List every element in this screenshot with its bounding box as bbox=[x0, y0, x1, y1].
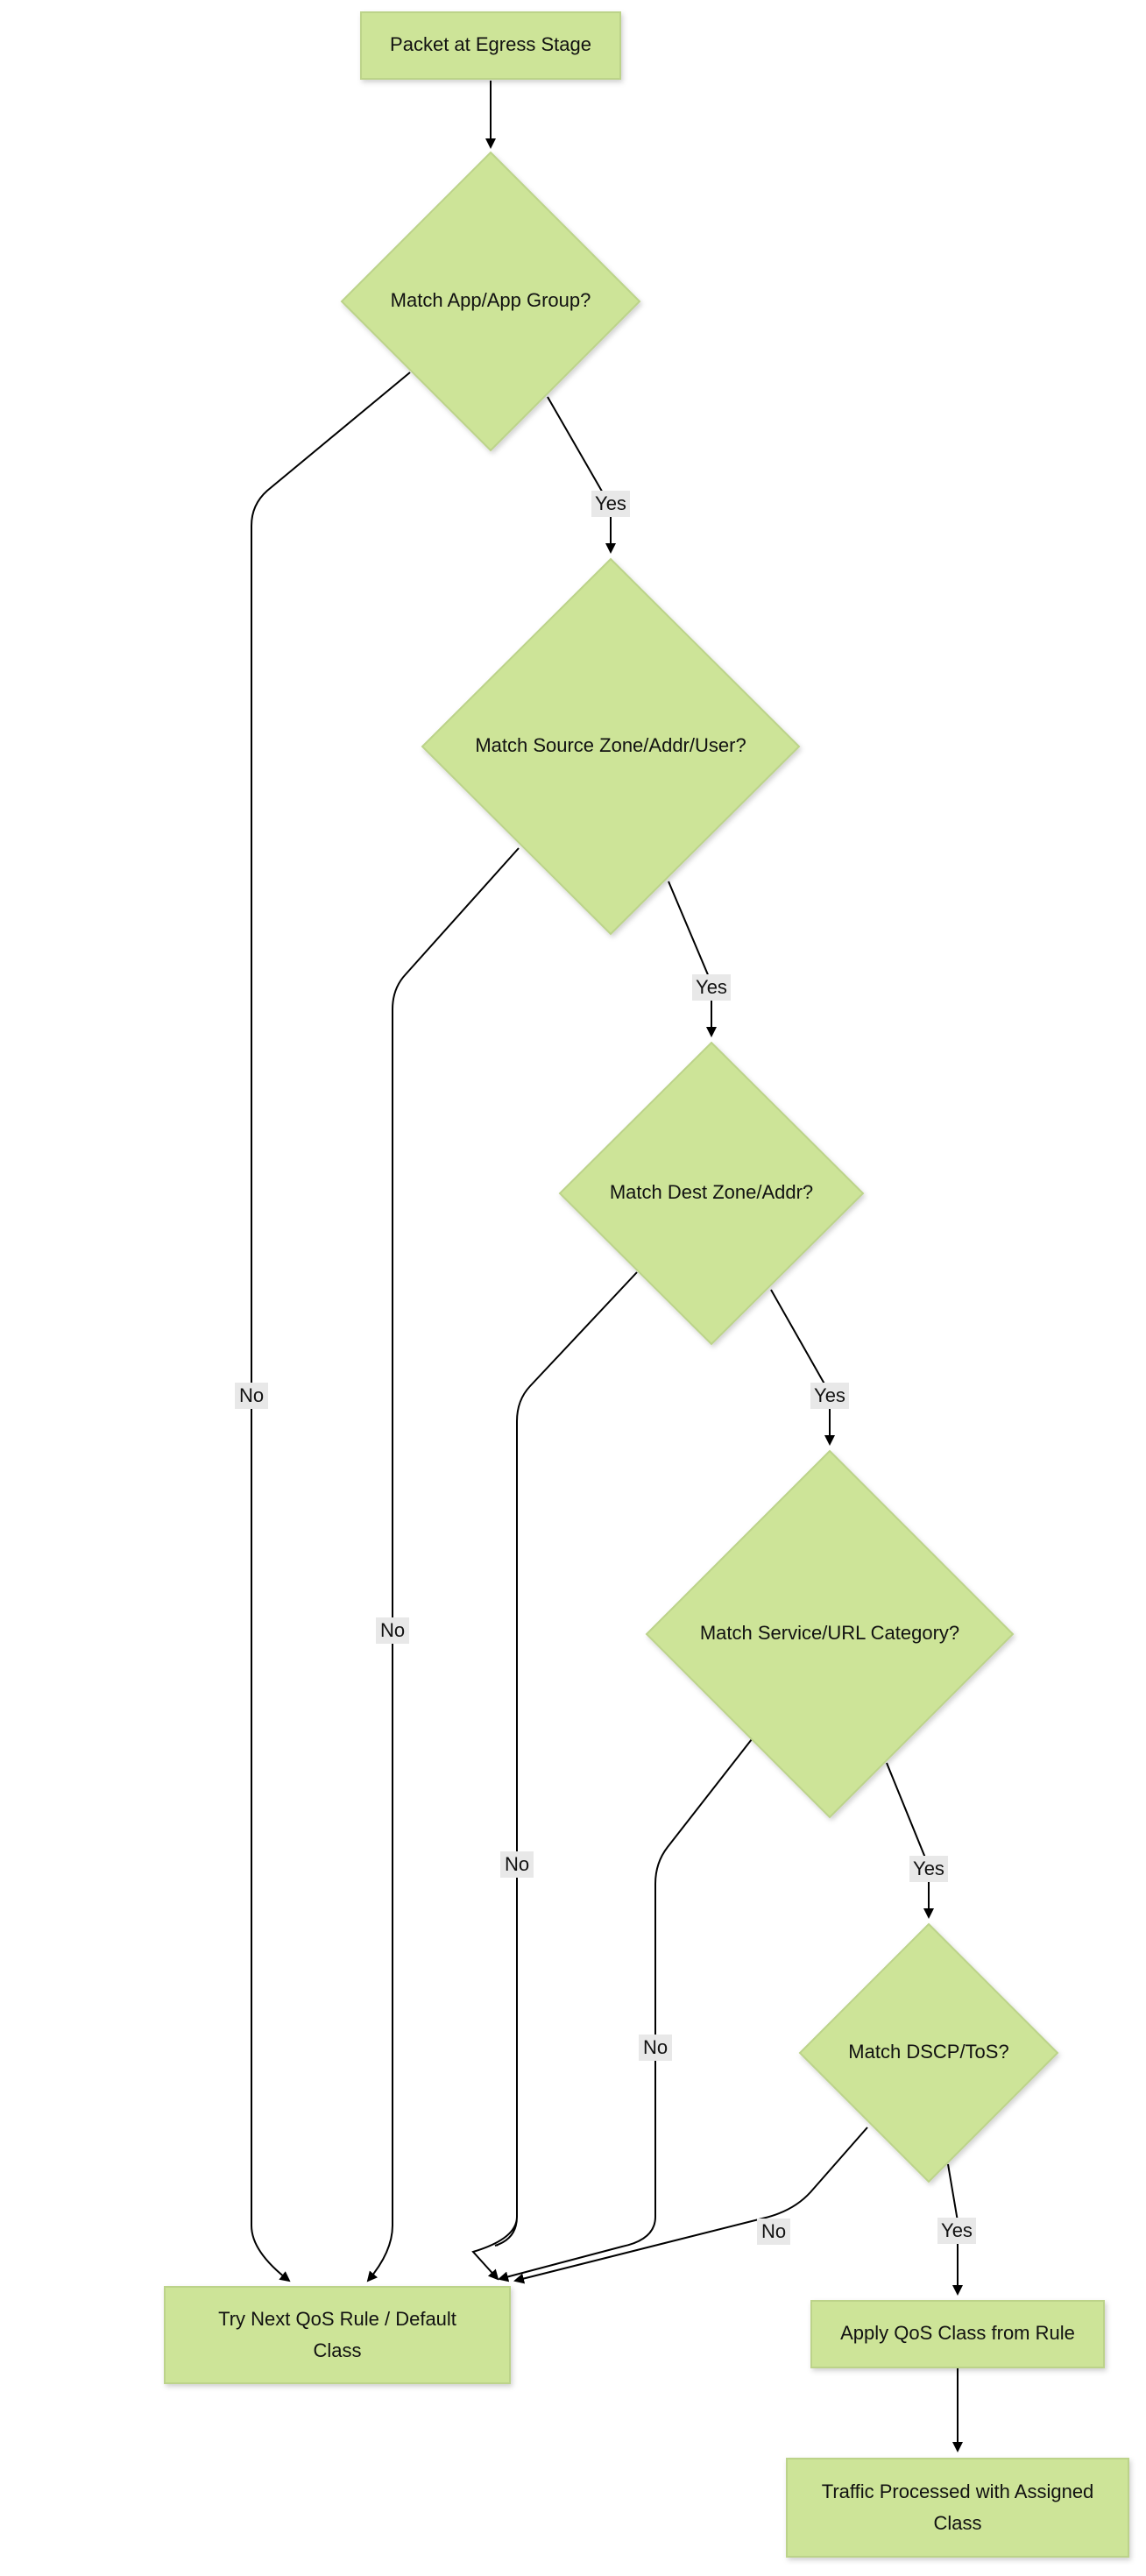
svg-text:Packet at Egress Stage: Packet at Egress Stage bbox=[390, 33, 591, 55]
edge-label-service-yes: Yes bbox=[909, 1856, 948, 1882]
nodes: Packet at Egress Stage Match App/App Gro… bbox=[164, 11, 1129, 2558]
edge-app-yes-to-source bbox=[547, 396, 616, 554]
edge-label-app-yes: Yes bbox=[591, 491, 630, 517]
edge-label-app-no: No bbox=[235, 1383, 268, 1409]
decision-match-app: Match App/App Group? bbox=[340, 151, 641, 452]
edge-label-dscp-yes: Yes bbox=[937, 2218, 976, 2244]
node-packet-at-egress: Packet at Egress Stage bbox=[360, 11, 621, 80]
edge-dscp-no-to-next bbox=[513, 2127, 868, 2284]
edge-app-no-to-next bbox=[251, 372, 411, 2282]
edge-service-yes-to-dscp bbox=[886, 1762, 934, 1919]
svg-text:Apply QoS Class from Rule: Apply QoS Class from Rule bbox=[840, 2322, 1075, 2344]
decision-match-dscp: Match DSCP/ToS? bbox=[798, 1922, 1059, 2183]
svg-text:Traffic Processed with Assigne: Traffic Processed with Assigned bbox=[822, 2480, 1094, 2502]
decision-match-source: Match Source Zone/Addr/User? bbox=[421, 557, 801, 936]
edge-label-dest-no: No bbox=[500, 1851, 534, 1878]
node-try-next-rule: Try Next QoS Rule / Default Class bbox=[164, 2286, 511, 2384]
edge-label-dest-yes: Yes bbox=[810, 1383, 849, 1409]
svg-text:Yes: Yes bbox=[941, 2219, 973, 2241]
edge-dest-yes-to-service bbox=[770, 1289, 835, 1446]
edge-label-source-yes: Yes bbox=[692, 974, 731, 1001]
svg-text:No: No bbox=[505, 1853, 529, 1875]
svg-text:Match Source Zone/Addr/User?: Match Source Zone/Addr/User? bbox=[475, 734, 746, 756]
svg-text:Match Dest Zone/Addr?: Match Dest Zone/Addr? bbox=[610, 1181, 813, 1203]
node-traffic-processed: Traffic Processed with Assigned Class bbox=[786, 2458, 1129, 2558]
svg-text:Yes: Yes bbox=[595, 492, 626, 514]
svg-text:Class: Class bbox=[933, 2512, 981, 2534]
svg-text:Match Service/URL Category?: Match Service/URL Category? bbox=[700, 1622, 959, 1644]
svg-text:No: No bbox=[761, 2220, 786, 2242]
svg-text:Class: Class bbox=[313, 2339, 361, 2361]
decision-match-service: Match Service/URL Category? bbox=[645, 1449, 1015, 1819]
svg-text:No: No bbox=[239, 1384, 264, 1406]
edge-service-no-to-next bbox=[498, 1738, 753, 2282]
edge-source-no-to-next bbox=[366, 847, 520, 2282]
edge-dest-no-to-next bbox=[471, 1271, 638, 2279]
edge-label-source-no: No bbox=[376, 1617, 409, 1644]
edge-label-service-no: No bbox=[639, 2035, 672, 2061]
node-apply-qos-class: Apply QoS Class from Rule bbox=[810, 2300, 1105, 2368]
edge-label-dscp-no: No bbox=[757, 2219, 790, 2245]
svg-text:Try Next QoS Rule / Default: Try Next QoS Rule / Default bbox=[218, 2308, 456, 2330]
svg-text:No: No bbox=[643, 2036, 668, 2058]
svg-text:No: No bbox=[380, 1619, 405, 1641]
svg-text:Yes: Yes bbox=[913, 1858, 944, 1879]
edge-labels: Yes No Yes No Yes No Yes No bbox=[235, 491, 976, 2245]
svg-text:Yes: Yes bbox=[696, 976, 727, 998]
svg-text:Match App/App Group?: Match App/App Group? bbox=[391, 289, 591, 311]
edge-source-yes-to-dest bbox=[668, 881, 717, 1037]
svg-text:Yes: Yes bbox=[814, 1384, 845, 1406]
decision-match-dest: Match Dest Zone/Addr? bbox=[558, 1041, 865, 1346]
svg-text:Match DSCP/ToS?: Match DSCP/ToS? bbox=[848, 2041, 1008, 2063]
